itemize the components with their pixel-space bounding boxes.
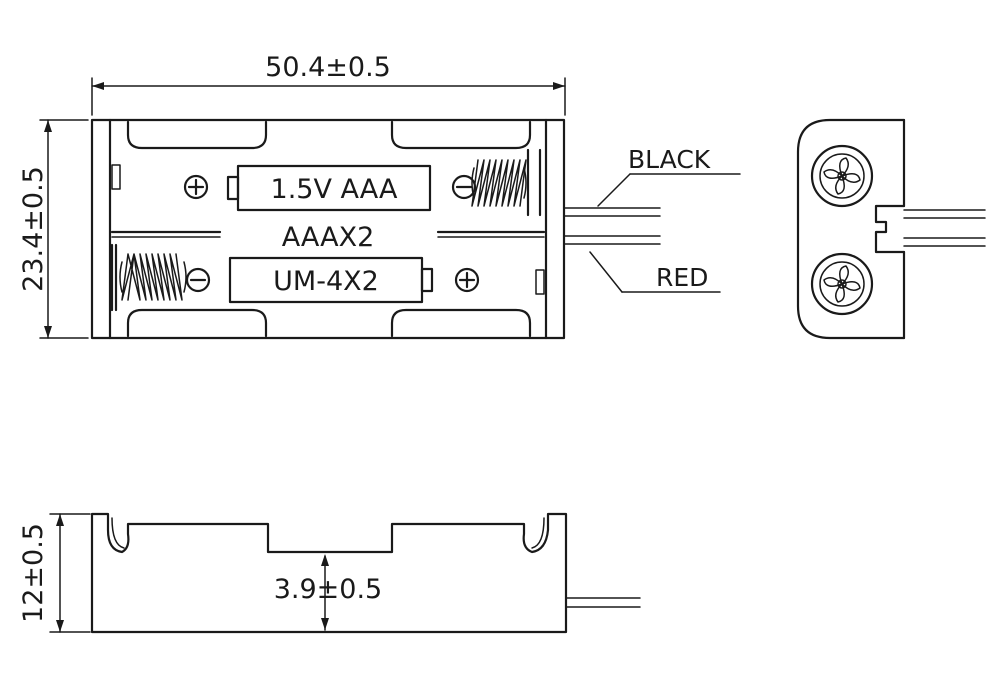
minus-icon (185, 267, 211, 293)
width-label: 23.4±0.5 (18, 166, 49, 292)
side-view: 12±0.5 3.9±0.5 (18, 512, 641, 634)
wire-red-label: RED (656, 263, 708, 292)
plus-icon (183, 174, 209, 200)
center-label: AAAX2 (282, 222, 375, 253)
wires-top-view: BLACK RED (563, 145, 741, 293)
length-label: 50.4±0.5 (265, 52, 391, 83)
plus-icon (454, 267, 480, 293)
battery-bottom-label: UM-4X2 (273, 266, 379, 297)
screw-icon (810, 252, 874, 316)
holder-body-top (90, 118, 566, 340)
battery-top-label: 1.5V AAA (271, 174, 398, 205)
height-label: 12±0.5 (18, 523, 49, 623)
wire-black-label: BLACK (628, 145, 711, 174)
depth-dimension: 3.9±0.5 (274, 554, 383, 631)
height-dimension: 12±0.5 (18, 513, 91, 633)
end-view (796, 118, 986, 340)
spring-bottom-icon (110, 243, 187, 312)
length-dimension: 50.4±0.5 (91, 52, 566, 116)
width-dimension: 23.4±0.5 (18, 119, 89, 339)
battery-top: 1.5V AAA (226, 164, 432, 212)
depth-label: 3.9±0.5 (274, 574, 383, 605)
top-view: 50.4±0.5 23.4±0.5 (18, 52, 741, 340)
screw-icon (810, 144, 874, 208)
battery-bottom: UM-4X2 (228, 256, 434, 304)
spring-top-icon (471, 148, 542, 217)
